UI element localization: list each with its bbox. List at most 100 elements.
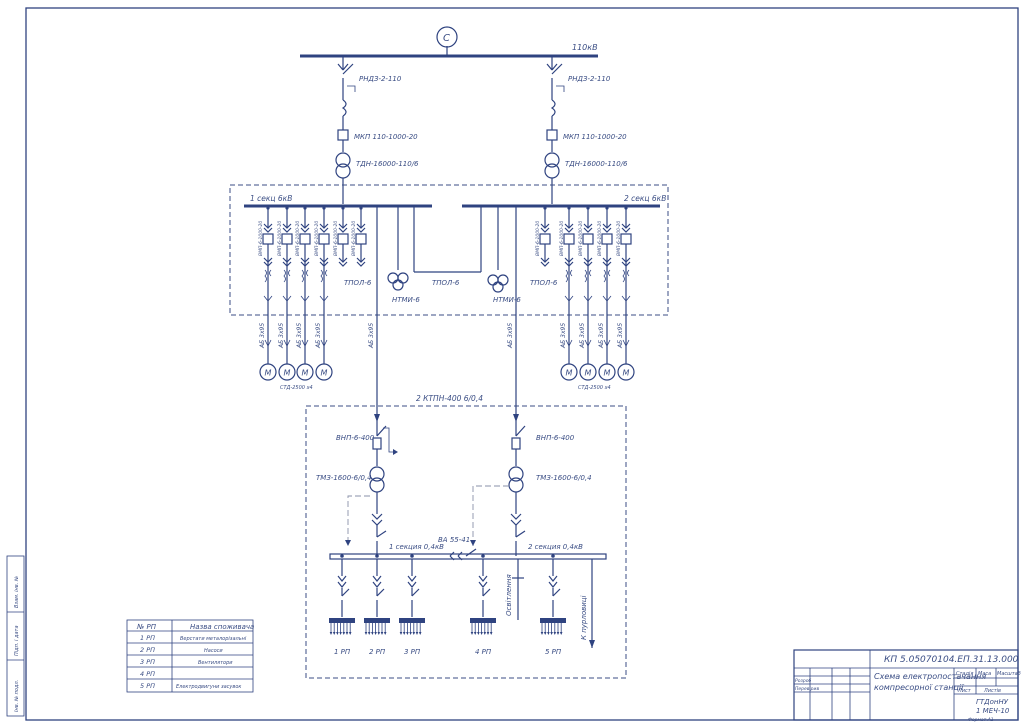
legend-cell: 1 РП: [140, 634, 155, 642]
feeder-to-ktp-left: АБ 3х95: [368, 206, 380, 422]
breaker-cell: ВМП-6-1000-20: [314, 206, 330, 267]
motor-feeder: МАБ 3х95: [278, 262, 296, 381]
breaker-label: МКП 110-1000-20: [563, 133, 627, 141]
cable-label: АБ 3х95: [368, 323, 375, 349]
breaker-cell-label: ВМП-6-1000-20: [559, 221, 565, 256]
motor-symbol: М: [585, 369, 592, 378]
motor-feeder: МАБ 3х95: [617, 262, 635, 381]
col-scale: Масштаб: [997, 671, 1021, 677]
cable-label: АБ 3х95: [259, 323, 266, 349]
tr-right-label: ТМЗ-1600-6/0,4: [536, 474, 592, 482]
disconnector-label: РНДЗ-2-110: [568, 75, 611, 83]
sec2-label: 2 секция 0,4кВ: [528, 543, 583, 551]
motor-icon: [579, 363, 597, 381]
generator-icon: [436, 26, 458, 48]
vt-right-label: НТМИ-6: [493, 296, 521, 304]
motor-feeder: М АБ 3х95: [315, 262, 333, 381]
role-check: Перевірив: [795, 686, 819, 692]
switch-left-label: ВНП-6-400: [336, 434, 375, 442]
motor-symbol: М: [284, 369, 291, 378]
panel-feeder: 1 РП: [329, 554, 355, 656]
panel-feeder: 5 РП: [540, 554, 566, 656]
legend-cell: 5 РП: [140, 682, 155, 690]
breaker-cell-label: ВМП-6-1000-20: [314, 221, 320, 256]
cable-label: АБ 3х95: [598, 323, 605, 349]
distribution-panel-icon: [364, 618, 390, 623]
motor-feeder: М АБ 3х95: [259, 262, 277, 381]
cable-label: АБ 3х95: [315, 323, 322, 349]
margin-stamp-label: Підп. і дата: [14, 625, 20, 656]
doc-title-line2: компресорної станції: [874, 683, 965, 692]
generator-symbol: С: [443, 33, 450, 44]
breaker-cell: ВМП-6-1000-20: [277, 206, 293, 267]
breaker-icon: [318, 233, 330, 245]
breaker-icon: [582, 233, 594, 245]
breaker-icon: [546, 129, 558, 141]
transformer-icon: [335, 163, 351, 179]
breaker-cell-label: ВМП-6-1000-20: [535, 221, 541, 256]
breaker-cell-label: ВМП-6-1000-20: [616, 221, 622, 256]
breaker-icon: [262, 233, 274, 245]
breaker-cell-label: ВМП-6-1000-20: [578, 221, 584, 256]
cable-label: АБ 3х95: [296, 323, 303, 349]
cable-label: АБ 3х95: [507, 323, 514, 349]
motor-symbol: М: [566, 369, 573, 378]
transformer-icon: [508, 466, 524, 482]
legend-cell: Насоси: [204, 648, 223, 654]
org-line1: ГТДонНУ: [976, 698, 1009, 706]
ktp-enclosure: [305, 405, 627, 679]
motor-icon: [315, 363, 333, 381]
distribution-panel-icon: [540, 618, 566, 623]
motor-icon: [617, 363, 635, 381]
transformer-icon: [369, 466, 385, 482]
section1-label: 1 секц 6кВ: [250, 194, 292, 203]
motor-symbol: М: [265, 369, 272, 378]
col-mass: Маса: [978, 671, 991, 677]
legend-header-name: Назва споживача: [190, 623, 254, 631]
panel-label: 5 РП: [545, 648, 562, 656]
switch-right-label: ВНП-6-400: [536, 434, 575, 442]
transformer-label: ТДН-16000-110/6: [565, 160, 628, 168]
distribution-panel-icon: [399, 618, 425, 623]
breaker-icon: [601, 233, 613, 245]
distribution-panel-icon: [329, 618, 355, 623]
transformer-icon: [544, 152, 560, 168]
transformer-label: ТДН-16000-110/6: [356, 160, 419, 168]
sectional-tie: ТПОЛ-6: [413, 206, 482, 287]
legend-cell: 3 РП: [140, 658, 155, 666]
feeder-right: РНДЗ-2-110 МКП 110-1000-20 ТДН-16000-110…: [544, 56, 628, 204]
breaker-cell: ВМП-6-1000-20: [351, 206, 367, 267]
breaker-cell: ВМП-6-1000-20: [333, 206, 349, 267]
panel-label: 3 РП: [404, 648, 421, 656]
motor-feeder: МАБ 3х95: [579, 262, 597, 381]
margin-stamp-label: Інв. № подл.: [14, 680, 20, 712]
switchgear-6kv-enclosure: [229, 184, 669, 316]
breaker-label: МКП 110-1000-20: [354, 133, 418, 141]
legend-cell: Електродвигуни засувок: [176, 684, 241, 690]
panel-label: 1 РП: [334, 648, 351, 656]
motor-symbol: М: [321, 369, 328, 378]
panel-feeder: 3 РП: [399, 554, 425, 656]
breaker-icon: [563, 233, 575, 245]
breaker-cell-label: ВМП-6-1000-20: [597, 221, 603, 256]
distribution-panel-icon: [470, 618, 496, 623]
motor-icon: [259, 363, 277, 381]
role-dev: Розроб: [795, 678, 811, 684]
ktp-right-branch: ВНП-6-400 ТМЗ-1600-6/0,4: [508, 422, 592, 556]
cable-label: АБ 3х95: [560, 323, 567, 349]
motor-feeder: МАБ 3х95: [598, 262, 616, 381]
tr-left-label: ТМЗ-1600-6/0,4: [316, 474, 372, 482]
tie-breaker-label: ВА 55-41: [438, 536, 470, 544]
legend-cell: 4 РП: [140, 670, 155, 678]
breaker-cell: ВМП-6-1000-20: [535, 206, 551, 267]
motor-symbol: М: [302, 369, 309, 378]
cable-label: АБ 3х95: [617, 323, 624, 349]
motor-icon: [560, 363, 578, 381]
col-sheets: Листів: [983, 688, 1001, 694]
doc-title-line1: Схема електропостачання: [874, 672, 986, 681]
bus-110-label: 110кВ: [572, 43, 598, 52]
vt-right: НТМИ-6: [487, 206, 521, 304]
